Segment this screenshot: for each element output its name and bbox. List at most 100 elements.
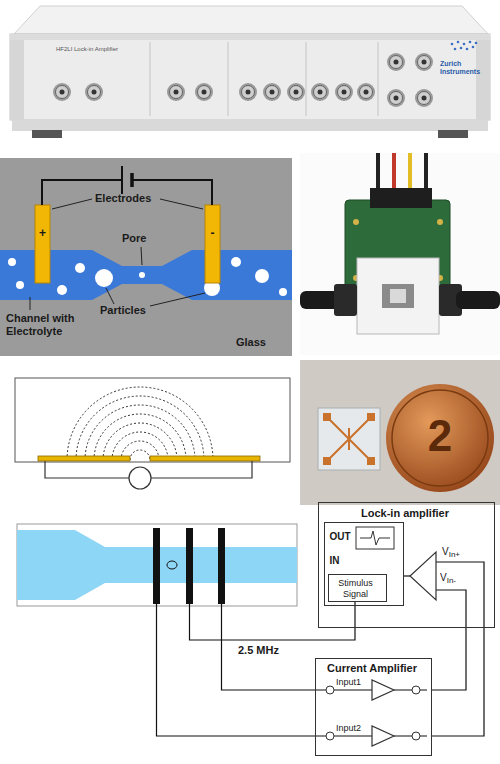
drawing-part (190, 602, 356, 640)
drawing-part (30, 297, 31, 310)
drawing-part (323, 413, 375, 465)
instrument-photo (10, 6, 490, 138)
drawing-part (38, 456, 130, 461)
drawing-part (300, 360, 500, 505)
input-label: Input1 (336, 677, 361, 688)
drawing-part (437, 219, 443, 225)
chip-coin-photo (300, 360, 500, 505)
drawing-part (57, 285, 67, 295)
drawing-part (323, 457, 331, 465)
drawing-part (408, 153, 412, 192)
model-name: HF2LI Lock-in Amplifier (56, 46, 118, 53)
frequency-label: 2.5 MHz (238, 644, 279, 657)
drawing-part (457, 41, 460, 44)
drawing-part (356, 527, 394, 549)
drawing-part (466, 48, 469, 51)
drawing-part (387, 53, 405, 71)
drawing-part (0, 158, 292, 356)
drawing-part (153, 528, 160, 604)
drawing-part (17, 524, 297, 606)
drawing-part (334, 284, 357, 316)
drawing-part (392, 153, 396, 192)
nanopore-schematic (0, 158, 292, 356)
drawing-part (382, 284, 414, 308)
drawing-part (392, 390, 488, 486)
drawing-part (141, 247, 142, 265)
drawing-part (8, 258, 16, 266)
drawing-part (279, 288, 287, 296)
drawing-part (300, 153, 500, 355)
drawing-part (85, 405, 195, 460)
drawing-part (160, 199, 203, 209)
drawing-part (326, 732, 334, 740)
drawing-part (167, 561, 177, 569)
drawing-part (205, 205, 220, 283)
drawing-part (52, 199, 92, 209)
drawing-part (95, 269, 113, 287)
drawing-part (186, 528, 193, 604)
drawing-part (353, 219, 359, 225)
drawing-part (150, 42, 151, 116)
drawing-part (357, 83, 375, 101)
drawing-part (378, 42, 379, 116)
drawing-part (328, 418, 370, 460)
signal-name: V (442, 546, 449, 558)
drawing-part (412, 686, 420, 694)
drawing-part (287, 83, 305, 101)
field-line-diagram (15, 378, 290, 489)
drawing-part (14, 6, 488, 34)
drawing-part (328, 418, 370, 460)
drawing-part (311, 83, 329, 101)
drawing-part (67, 387, 213, 460)
drawing-part (16, 281, 24, 289)
drawing-part (372, 726, 394, 746)
box-heading: Current Amplifier (316, 662, 428, 675)
part-label: Electrodes (95, 192, 151, 205)
drawing-part (463, 43, 466, 46)
drawing-part (195, 83, 213, 101)
polarity-sign: + (35, 226, 50, 240)
drawing-part (53, 83, 71, 101)
drawing-part (456, 291, 500, 309)
drawing-part (106, 288, 114, 304)
drawing-part (255, 269, 269, 283)
current-amplifier-box: Current AmplifierInput1Input2 (315, 658, 432, 756)
drawing-part (436, 590, 466, 628)
drawing-part (157, 604, 327, 736)
drawing-part (318, 408, 380, 470)
box-heading: Lock-in amplifier (319, 507, 491, 520)
drawing-part (424, 153, 428, 192)
part-label: Channel with Electrolyte (6, 312, 126, 338)
lock-in-panel: OUTINStimulus Signal (324, 522, 404, 606)
drawing-part (129, 467, 151, 489)
polarity-sign: - (205, 226, 220, 240)
drawing-part (228, 42, 229, 116)
drawing-part (121, 166, 123, 194)
drawing-part (451, 41, 478, 51)
chip-holder-photo (300, 153, 500, 355)
coin-value: 2 (410, 410, 470, 463)
drawing-part (415, 53, 433, 71)
measurement-circuit (17, 524, 484, 746)
port-label: IN (330, 555, 340, 567)
drawing-part (323, 413, 331, 421)
drawing-part (390, 289, 406, 303)
drawing-part (357, 258, 439, 334)
drawing-part (370, 188, 432, 208)
drawing-part (30, 199, 205, 310)
lock-in-box: Lock-in amplifierOUTINStimulus Signal (318, 502, 495, 628)
drawing-part (460, 47, 463, 50)
drawing-part (130, 450, 150, 460)
part-label: Particles (100, 304, 146, 317)
drawing-part (139, 272, 145, 278)
drawing-part (67, 387, 213, 460)
drawing-part (42, 180, 212, 205)
drawing-part (410, 552, 436, 600)
port-label: OUT (330, 531, 351, 543)
drawing-part (231, 257, 241, 267)
drawing-part (10, 34, 490, 40)
drawing-part (75, 263, 85, 273)
drawing-part (326, 686, 334, 694)
drawing-part (85, 83, 103, 101)
